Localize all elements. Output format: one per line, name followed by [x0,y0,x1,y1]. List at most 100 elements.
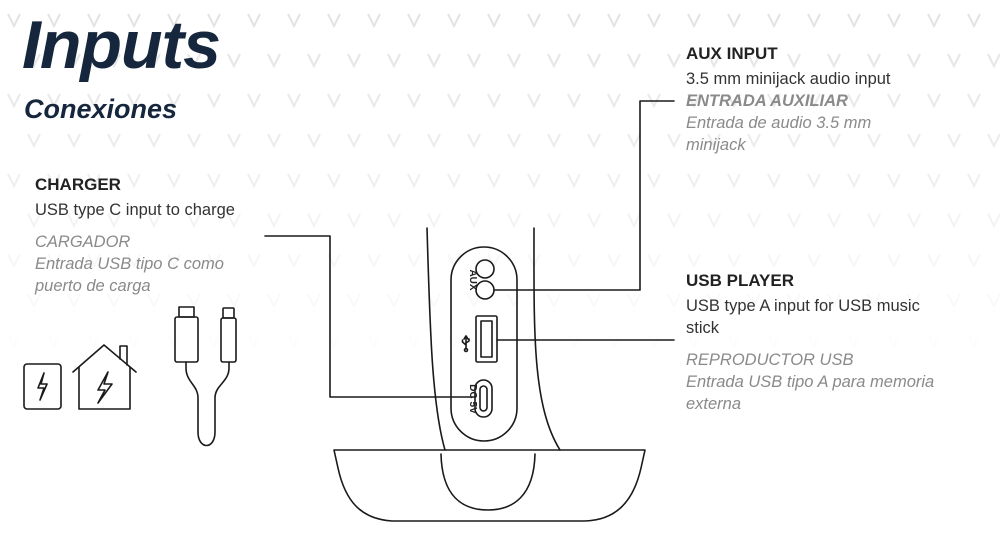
pattern-chevron [847,333,861,349]
speaker-stand [426,227,446,451]
pattern-chevron [267,133,281,149]
pattern-chevron [567,173,581,189]
pattern-chevron [67,293,81,309]
pattern-chevron [547,213,561,229]
pattern-chevron [887,93,901,109]
pattern-chevron [87,173,101,189]
aux-panel-label: AUX [467,269,478,290]
pattern-chevron [267,293,281,309]
pattern-chevron [447,173,461,189]
pattern-chevron [187,133,201,149]
usb-heading: USB PLAYER [686,271,795,290]
pattern-chevron [247,173,261,189]
charger-heading: CHARGER [35,175,121,194]
pattern-chevron [487,93,501,109]
pattern-chevron [867,293,881,309]
pattern-chevron [7,13,21,29]
pattern-chevron [687,333,701,349]
pattern-chevron [27,133,41,149]
pattern-chevron [927,173,941,189]
pattern-chevron [27,213,41,229]
pattern-chevron [87,253,101,269]
pattern-chevron [47,93,61,109]
pattern-chevron [147,293,161,309]
speaker-stand-right [533,227,561,451]
usb-a-port [475,315,498,363]
pattern-chevron [187,293,201,309]
pattern-chevron [167,173,181,189]
pattern-chevron [407,333,421,349]
pattern-chevron [67,213,81,229]
pattern-chevron [547,53,561,69]
aux-english: 3.5 mm minijack audio input [686,70,891,88]
pattern-chevron [807,173,821,189]
pattern-chevron [747,53,761,69]
pattern-chevron [7,173,21,189]
pattern-chevron [347,133,361,149]
usb-spanish-line: Entrada USB tipo A para memoria [686,373,935,391]
pattern-chevron [667,133,681,149]
usb-c-port-inner [479,385,488,412]
usb-english-line: USB type A input for USB music [686,297,920,315]
pattern-chevron [507,213,521,229]
pattern-chevron [887,13,901,29]
pattern-chevron [247,333,261,349]
pattern-chevron [87,13,101,29]
pattern-chevron [947,293,961,309]
pattern-chevron [147,213,161,229]
pattern-chevron [607,93,621,109]
aux-leader-line [493,100,675,291]
pattern-chevron [407,13,421,29]
pattern-chevron [47,173,61,189]
pattern-chevron [567,333,581,349]
pattern-chevron [547,133,561,149]
pattern-chevron [467,293,481,309]
pattern-chevron [367,173,381,189]
pattern-chevron [227,213,241,229]
pattern-chevron [387,53,401,69]
pattern-chevron [187,213,201,229]
pattern-chevron [867,53,881,69]
pattern-chevron [247,253,261,269]
pattern-chevron [567,13,581,29]
pattern-chevron [527,93,541,109]
usb-spanish-line: externa [686,395,742,413]
pattern-chevron [7,93,21,109]
pattern-chevron [267,53,281,69]
pattern-chevron [787,213,801,229]
charger-callout: CHARGER USB type C input to charge CARGA… [35,175,295,297]
pattern-chevron [647,13,661,29]
pattern-chevron [927,333,941,349]
pattern-chevron [707,53,721,69]
pattern-chevron [507,133,521,149]
dc-panel-label: DC 5V [467,384,478,414]
pattern-chevron [7,253,21,269]
pattern-chevron [767,13,781,29]
pattern-chevron [967,333,981,349]
pattern-chevron [707,293,721,309]
pattern-chevron [947,213,961,229]
pattern-chevron [527,173,541,189]
pattern-chevron [147,53,161,69]
pattern-chevron [827,53,841,69]
pattern-chevron [907,293,921,309]
pattern-chevron [287,333,301,349]
pattern-chevron [227,293,241,309]
pattern-chevron [567,93,581,109]
pattern-chevron [127,253,141,269]
pattern-chevron [847,13,861,29]
pattern-chevron [367,93,381,109]
pattern-chevron [167,13,181,29]
port-panel [450,246,518,442]
pattern-chevron [507,53,521,69]
pattern-chevron [967,253,981,269]
pattern-chevron [887,333,901,349]
pattern-chevron [607,333,621,349]
pattern-chevron [487,173,501,189]
pattern-chevron [667,293,681,309]
pattern-chevron [347,53,361,69]
pattern-chevron [627,53,641,69]
pattern-chevron [207,333,221,349]
pattern-chevron [127,333,141,349]
